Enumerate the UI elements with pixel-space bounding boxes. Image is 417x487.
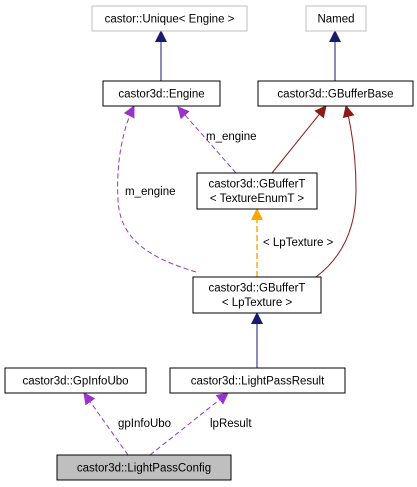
edge-label-m-engine-top: m_engine bbox=[206, 131, 257, 143]
node-label: castor3d::LightPassResult bbox=[191, 376, 325, 388]
node-label: Named bbox=[317, 14, 354, 26]
edge-gbuffert-to-gbufferbase bbox=[271, 105, 327, 174]
node-castor-unique-engine[interactable]: castor::Unique< Engine > bbox=[91, 5, 248, 32]
node-label-line-1: castor3d::GBufferT bbox=[209, 179, 306, 191]
edge-label-lpresult: lpResult bbox=[210, 418, 252, 430]
edge-config-uses-gpinfoubo bbox=[83, 392, 129, 456]
node-label-line-2: < TextureEnumT > bbox=[210, 193, 304, 205]
edge-label-lp-texture: < LpTexture > bbox=[263, 237, 334, 249]
node-label: castor3d::GpInfoUbo bbox=[22, 376, 128, 388]
node-castor3d-gbuffert-lptexture[interactable]: castor3d::GBufferT < LpTexture > bbox=[192, 276, 322, 314]
node-castor3d-engine[interactable]: castor3d::Engine bbox=[102, 80, 221, 107]
edge-gbufferlp-uses-engine bbox=[117, 105, 197, 273]
node-label: castor3d::LightPassConfig bbox=[77, 463, 211, 475]
edge-label-m-engine-left: m_engine bbox=[125, 186, 176, 198]
node-castor3d-lightpassconfig[interactable]: castor3d::LightPassConfig bbox=[56, 454, 232, 481]
edge-gbufferlp-to-gbufferbase bbox=[315, 105, 357, 278]
edge-config-uses-lightpassresult bbox=[149, 392, 229, 456]
node-label: castor::Unique< Engine > bbox=[105, 14, 235, 26]
node-named[interactable]: Named bbox=[305, 5, 367, 32]
edge-gbuffert-uses-engine bbox=[177, 106, 237, 174]
node-label: castor3d::GBufferBase bbox=[277, 89, 393, 101]
node-label: castor3d::Engine bbox=[118, 89, 204, 101]
node-castor3d-gbufferbase[interactable]: castor3d::GBufferBase bbox=[257, 80, 414, 107]
node-castor3d-gbuffert-textureenumt[interactable]: castor3d::GBufferT < TextureEnumT > bbox=[196, 172, 318, 210]
node-label-line-2: < LpTexture > bbox=[222, 297, 293, 309]
node-castor3d-lightpassresult[interactable]: castor3d::LightPassResult bbox=[169, 367, 346, 394]
node-castor3d-gpinfoubo[interactable]: castor3d::GpInfoUbo bbox=[4, 367, 147, 394]
edge-label-gpinfoubo: gpInfoUbo bbox=[118, 418, 171, 430]
node-label-line-1: castor3d::GBufferT bbox=[209, 283, 306, 295]
